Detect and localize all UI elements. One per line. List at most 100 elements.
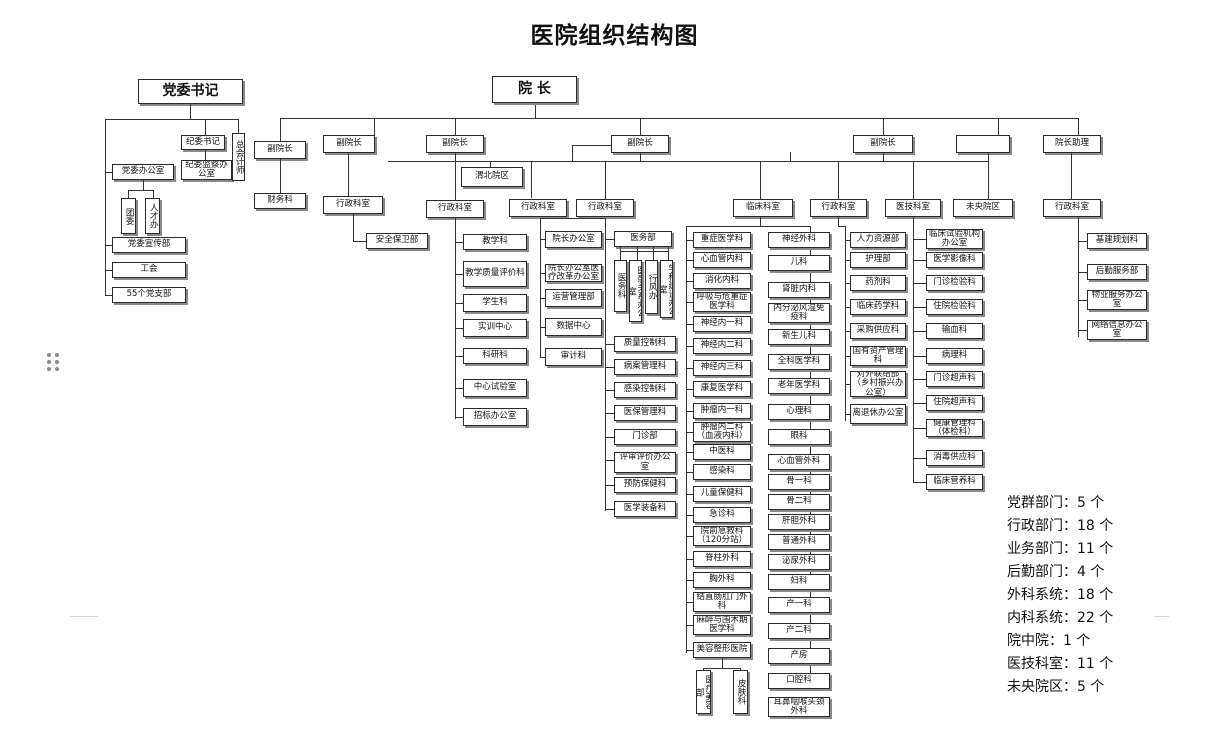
node-admin4: 行政科室: [576, 199, 634, 217]
node-quality-list-6: 预防保健科: [614, 477, 676, 493]
node-medtech-list-1: 医学影像科: [926, 252, 983, 268]
stat-line: 后勤部门：4 个: [1007, 564, 1105, 580]
node-weibei: 渭北院区: [461, 167, 523, 187]
node-quality-list-2: 感染控制科: [614, 382, 676, 398]
node-surgery-list-10: 骨一科: [768, 474, 830, 490]
stat-line: 外科系统：18 个: [1007, 587, 1114, 603]
node-med-sub-0: 医务科: [614, 260, 627, 312]
node-vp6: [956, 135, 1010, 153]
node-surgery-list-9: 心血管外科: [768, 454, 830, 470]
node-teach-quality: 教学质量评价科: [463, 261, 527, 287]
page-title: 医院组织结构图: [530, 23, 699, 49]
node-internal-list-14: 院前急救科（120分站）: [693, 526, 751, 546]
node-hr-list-2: 药剂科: [850, 275, 906, 291]
node-internal-list-12: 儿童保健科: [693, 486, 751, 502]
node-surgery-list-12: 肝胆外科: [768, 514, 830, 530]
node-internal-list-13: 急诊科: [693, 507, 751, 523]
node-talent-office: 人才办: [145, 198, 160, 234]
node-internal-list-17: 结直肠肛门外科: [693, 592, 751, 612]
connector-line-124: [845, 226, 846, 421]
connector-line-10: [640, 118, 641, 119]
connector-line-148: [1078, 217, 1079, 337]
node-youth-league: 团委: [121, 198, 136, 234]
connector-line-77: [686, 260, 694, 261]
connector-line-140: [913, 356, 927, 357]
drag-handle-icon[interactable]: [47, 353, 61, 375]
connector-line-36: [455, 218, 456, 419]
connector-line-47: [605, 161, 606, 200]
connector-line-39: [455, 303, 464, 304]
page-edge-rule-right: [1155, 616, 1169, 617]
node-surgery-list-1: 儿科: [768, 255, 830, 271]
page-edge-rule-left: [70, 616, 98, 617]
connector-line-132: [845, 414, 851, 415]
connector-line-11: [388, 161, 989, 162]
node-internal-list-9: 肿瘤内二科（血液内科）: [693, 422, 751, 442]
connector-line-129: [845, 331, 851, 332]
connector-line-138: [913, 307, 927, 308]
node-quality-list-3: 医保管理科: [614, 405, 676, 421]
connector-line-3: [280, 118, 281, 136]
connector-line-51: [540, 273, 546, 274]
connector-line-60: [653, 247, 654, 261]
node-internal-list-4: 神经内一科: [693, 316, 751, 332]
node-admin1: 行政科室: [323, 196, 383, 214]
node-medtech-list-4: 输血科: [926, 323, 983, 339]
node-hr-list-5: 国有资产管理科: [850, 346, 906, 366]
node-internal-list-7: 康复医学科: [693, 381, 751, 397]
connector-line-85: [686, 432, 694, 433]
connector-line-64: [605, 390, 615, 391]
node-med-sub-2: 行风办: [645, 260, 658, 314]
connector-line-55: [605, 218, 606, 511]
node-internal-list-3: 呼吸与危重症医学科: [693, 292, 751, 312]
node-quality-list-4: 门诊部: [614, 429, 676, 445]
connector-line-9: [1078, 118, 1079, 136]
node-surgery-list-11: 骨二科: [768, 494, 830, 510]
node-union: 工会: [112, 262, 186, 278]
node-hr-list-6: 对外联络部（乡村振兴办公室）: [850, 371, 906, 397]
stat-line: 行政部门：18 个: [1007, 518, 1114, 534]
node-quality-list-1: 病案管理科: [614, 359, 676, 375]
connector-line-30: [353, 214, 354, 242]
node-cosmetic-sub-1: 皮肤科: [733, 670, 748, 714]
node-audit: 审计科: [545, 348, 602, 366]
connector-line-17: [205, 150, 206, 161]
node-hr-list-1: 护理部: [850, 252, 906, 268]
connector-line-141: [913, 379, 927, 380]
node-surgery-list-15: 妇科: [768, 574, 830, 590]
connector-line-74: [686, 226, 687, 653]
node-medtech-list-6: 门诊超声科: [926, 371, 983, 387]
connector-line-53: [540, 327, 546, 328]
connector-line-97: [703, 668, 741, 669]
connector-line-16: [205, 119, 206, 136]
stat-line: 医技科室：11 个: [1007, 656, 1114, 672]
connector-line-23: [153, 190, 154, 199]
connector-line-12: [790, 152, 791, 162]
connector-line-123: [838, 226, 846, 227]
connector-line-142: [913, 403, 927, 404]
node-ops-mgmt: 运营管理部: [545, 289, 602, 307]
connector-line-50: [540, 239, 546, 240]
connector-line-89: [686, 515, 694, 516]
connector-line-65: [605, 413, 615, 414]
node-quality-list-0: 质量控制科: [614, 336, 676, 352]
node-clinical: 临床科室: [733, 199, 793, 217]
connector-line-90: [686, 536, 694, 537]
node-vp1: 副院长: [254, 141, 306, 159]
node-hospital-office: 院长办公室医疗改革办公室: [545, 264, 602, 282]
node-party-secretary: 党委书记: [138, 79, 243, 104]
connector-line-131: [845, 384, 851, 385]
connector-line-14: [105, 119, 239, 120]
connector-line-46: [572, 145, 612, 146]
connector-line-80: [686, 324, 694, 325]
node-data-center: 数据中心: [545, 318, 602, 336]
connector-line-137: [913, 283, 927, 284]
connector-line-6: [640, 118, 641, 136]
connector-line-13: [190, 104, 191, 120]
node-medtech-list-7: 住院超声科: [926, 395, 983, 411]
connector-line-18: [238, 119, 239, 134]
connector-line-67: [605, 460, 615, 461]
connector-line-152: [1078, 330, 1088, 331]
node-vp5: 副院长: [853, 135, 913, 153]
